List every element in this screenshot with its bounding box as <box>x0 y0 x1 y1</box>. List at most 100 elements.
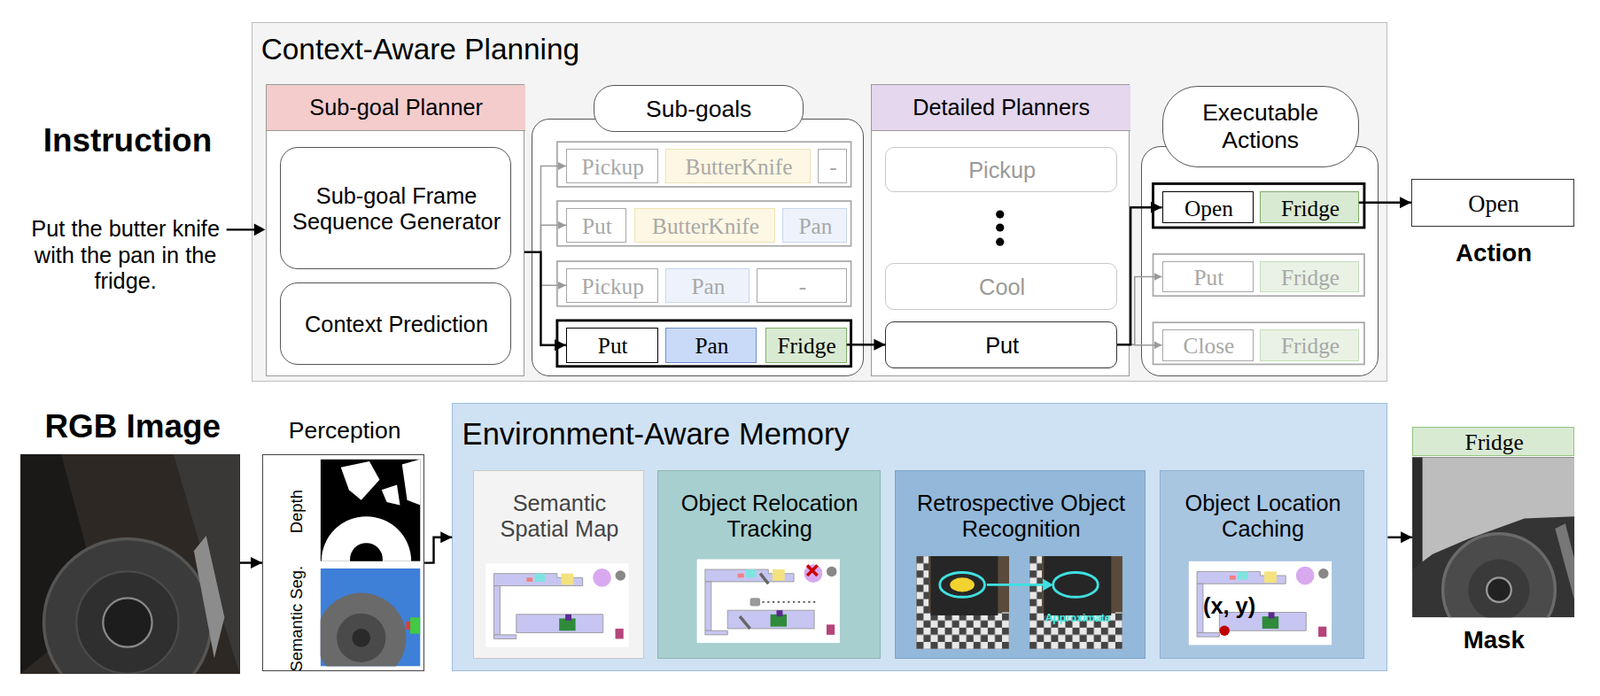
node-label: Environment-Aware Memory <box>462 411 1075 459</box>
kitchen-photo <box>916 556 1010 650</box>
ellipsis-dots <box>995 223 1004 232</box>
segmentation-image <box>351 629 371 648</box>
rgb-photo <box>173 454 241 675</box>
frame-cell: Close <box>1162 329 1255 362</box>
node-label: Fridge <box>766 328 848 365</box>
group-container: Executable ActionsOpenFridgePutFridgeClo… <box>1141 146 1379 377</box>
mask-image <box>1486 577 1512 603</box>
relocation-image <box>697 559 840 645</box>
caching-image <box>1188 561 1332 646</box>
caching-image <box>1188 561 1332 646</box>
connector-arrow <box>1387 536 1413 539</box>
depth-image <box>349 543 383 576</box>
rgb-photo <box>20 454 102 675</box>
frame-cell: Fridge <box>765 327 847 364</box>
connector-arrow <box>424 537 452 564</box>
kitchen-photo <box>1029 556 1042 650</box>
mask-image <box>1412 457 1575 618</box>
relocation-image <box>807 565 818 576</box>
planner-box: Cool <box>885 263 1117 311</box>
node-label: Detailed Planners <box>871 85 1130 132</box>
frame-cell: Pickup <box>566 268 659 303</box>
section-panel: Context-Aware PlanningSub-goal PlannerSu… <box>251 22 1388 382</box>
node-label: - <box>818 149 847 185</box>
node-label: Fridge <box>1413 427 1576 458</box>
module-box: Sub-goal PlannerSub-goal Frame Sequence … <box>265 84 524 377</box>
rgb-photo <box>194 535 226 659</box>
row-outline <box>557 201 852 247</box>
instruction-text: Put the butter knife with the pan in the… <box>14 209 237 300</box>
node-label: Put <box>1163 262 1256 295</box>
frame-cell: ButterKnife <box>665 148 812 184</box>
relocation-image <box>697 559 840 645</box>
instruction-arrow <box>226 228 256 231</box>
semantic-map-image <box>485 563 629 648</box>
planner-box: Put <box>885 321 1117 369</box>
kitchen-photo <box>930 556 998 616</box>
node-label: Executable Actions <box>1162 85 1360 168</box>
component-box: Sub-goal Frame Sequence Generator <box>279 147 511 270</box>
frame-cell: Put <box>566 327 659 364</box>
recognition-arrow <box>986 578 1054 591</box>
depth-image <box>320 459 421 562</box>
kitchen-photo <box>1029 556 1123 650</box>
frame-cell: Open <box>1162 191 1255 224</box>
class-label: Fridge <box>1412 427 1575 457</box>
instruction-arrow <box>254 223 266 236</box>
connector-arrow <box>1117 277 1163 346</box>
node-sublabel: Semantic Seg. <box>285 560 308 677</box>
node-label: Mask <box>1391 622 1596 658</box>
section-heading: Instruction <box>20 118 235 164</box>
instruction-arrow <box>226 223 266 236</box>
segmentation-image <box>316 593 406 684</box>
module-box: Detailed PlannersPickupCoolPut <box>870 84 1129 377</box>
node-label: Object Location Caching <box>1165 477 1360 556</box>
connector-arrow <box>524 166 567 253</box>
caching-image <box>1219 625 1230 637</box>
node-label: Semantic Spatial Map <box>479 477 640 556</box>
row-outline <box>557 261 852 307</box>
mask-image <box>1443 534 1556 647</box>
image-frame: RGB Image <box>20 454 241 675</box>
node-label: RGB Image <box>0 403 265 451</box>
frame-cell: Put <box>1162 261 1255 294</box>
frame-cell: Pickup <box>566 148 659 184</box>
segmentation-image <box>316 568 420 684</box>
node-label: Cool <box>885 264 1118 311</box>
kitchen-photo <box>916 612 1010 649</box>
node-label: Sub-goals <box>593 85 804 133</box>
row-outline <box>1153 183 1365 228</box>
frame-cell: Fridge <box>1259 261 1360 294</box>
relocation-image <box>760 574 769 585</box>
depth-image <box>381 484 401 505</box>
frame-cell: - <box>817 148 847 184</box>
relocation-image <box>807 565 818 576</box>
mask-image <box>1554 523 1575 600</box>
component-box: Context Prediction <box>279 282 511 366</box>
node-label: Sub-goal Planner <box>266 85 525 132</box>
planner-box: Pickup <box>885 147 1117 194</box>
node-label: Context-Aware Planning <box>261 27 772 73</box>
node-label: Retrospective Object Recognition <box>900 477 1142 556</box>
connector-arrow <box>1117 207 1163 345</box>
depth-image <box>321 516 412 606</box>
segmentation-image <box>410 617 421 634</box>
relocation-image <box>739 616 751 630</box>
node-label: Context Prediction <box>284 283 509 366</box>
node-label: Pan <box>783 209 848 244</box>
row-outline <box>557 141 1365 367</box>
connector-arrow <box>524 252 567 346</box>
frame-cell: Fridge <box>1259 329 1360 362</box>
row-outline <box>1153 254 1365 296</box>
image-frame: Mask <box>1412 457 1575 618</box>
node-label: Pan <box>666 328 759 365</box>
connector-arrow <box>524 225 567 252</box>
node-label: Fridge <box>1260 262 1360 295</box>
connector-arrow <box>1117 343 1163 346</box>
frame-cell: - <box>756 268 847 303</box>
connector-arrow <box>240 561 263 564</box>
ellipsis-dots <box>995 209 1004 218</box>
rgb-photo <box>76 571 179 674</box>
node-label: - <box>757 269 847 304</box>
